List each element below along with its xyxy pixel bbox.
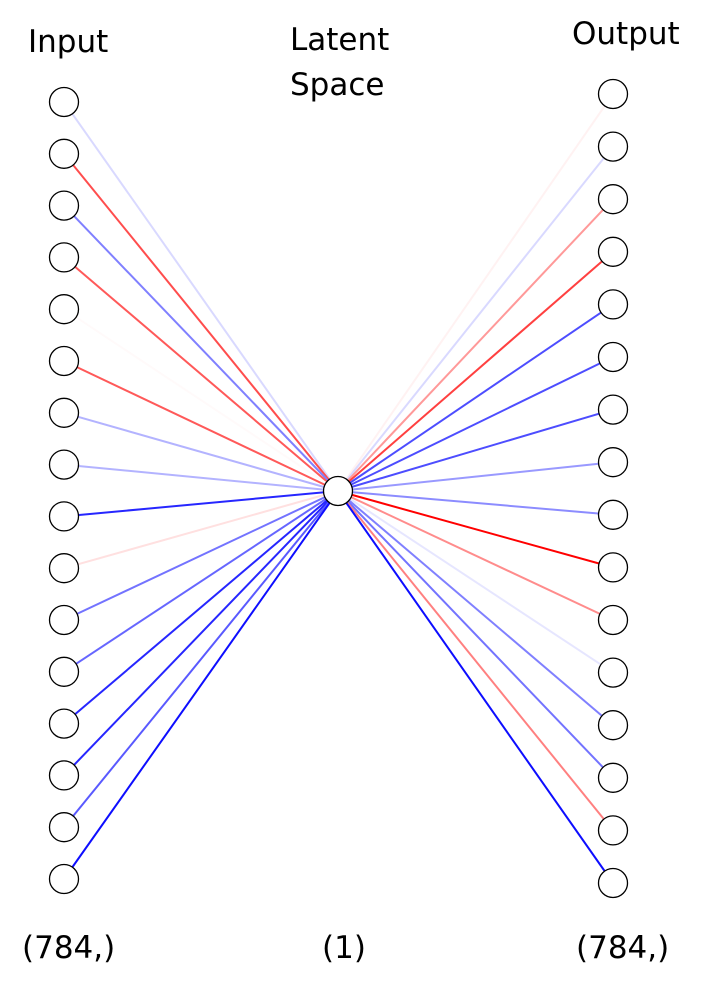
output-connection bbox=[337, 356, 614, 492]
input-node bbox=[48, 501, 80, 532]
nodes bbox=[48, 78, 629, 899]
input-node bbox=[48, 242, 80, 273]
input-connection bbox=[63, 490, 339, 828]
output-node bbox=[597, 131, 629, 162]
input-node bbox=[48, 604, 80, 636]
input-node bbox=[48, 656, 80, 687]
input-node bbox=[48, 345, 80, 377]
output-connection bbox=[337, 490, 614, 516]
output-connection bbox=[337, 198, 614, 492]
input-node bbox=[48, 760, 80, 791]
output-node bbox=[597, 394, 629, 425]
output-node bbox=[597, 815, 629, 846]
output-connection bbox=[337, 251, 614, 492]
input-connection bbox=[63, 490, 339, 673]
input-connection bbox=[63, 153, 339, 492]
input-connection bbox=[63, 204, 339, 492]
output-dimension-label: (784,) bbox=[576, 930, 670, 966]
input-node bbox=[48, 190, 80, 221]
input-node bbox=[48, 449, 80, 480]
output-connection bbox=[337, 490, 614, 674]
output-node bbox=[597, 657, 629, 688]
input-node bbox=[48, 138, 80, 169]
output-node bbox=[597, 289, 629, 320]
output-layer-label: Output bbox=[572, 16, 680, 52]
output-connection bbox=[337, 145, 614, 492]
output-connection bbox=[337, 490, 614, 569]
input-connection bbox=[63, 490, 339, 880]
input-layer-label: Input bbox=[28, 24, 109, 60]
input-connection bbox=[63, 101, 339, 492]
output-connection bbox=[337, 490, 614, 726]
input-dimension-label: (784,) bbox=[22, 930, 116, 966]
output-node bbox=[597, 341, 629, 373]
output-node bbox=[597, 184, 629, 215]
input-node bbox=[48, 294, 80, 325]
input-node bbox=[48, 812, 80, 843]
output-connection bbox=[337, 490, 614, 621]
output-node bbox=[597, 78, 629, 110]
latent-node bbox=[322, 475, 354, 507]
input-node bbox=[48, 397, 80, 428]
input-connection bbox=[63, 490, 339, 725]
input-connection bbox=[63, 490, 339, 518]
output-connection bbox=[337, 93, 614, 492]
output-node bbox=[597, 867, 629, 899]
output-node bbox=[597, 499, 629, 530]
output-node bbox=[597, 236, 629, 267]
output-node bbox=[597, 604, 629, 636]
input-node bbox=[48, 863, 80, 895]
input-connection bbox=[63, 490, 339, 570]
input-connection bbox=[63, 360, 339, 492]
output-node bbox=[597, 552, 629, 583]
latent-space-label-line1: Latent bbox=[290, 22, 390, 58]
output-connection bbox=[337, 490, 614, 779]
latent-space-label: Latent Space bbox=[290, 18, 389, 108]
input-connection bbox=[63, 463, 339, 492]
output-node bbox=[597, 447, 629, 478]
latent-space-label-line2: Space bbox=[290, 66, 385, 103]
output-connection bbox=[337, 490, 614, 884]
output-node bbox=[597, 710, 629, 741]
input-connection bbox=[63, 490, 339, 777]
output-connection bbox=[337, 461, 614, 492]
output-connection bbox=[337, 490, 614, 832]
input-connection bbox=[63, 411, 339, 492]
output-node bbox=[597, 762, 629, 793]
input-node bbox=[48, 708, 80, 739]
input-connection bbox=[63, 256, 339, 492]
input-node bbox=[48, 86, 80, 118]
input-connection bbox=[63, 308, 339, 492]
latent-dimension-label: (1) bbox=[322, 930, 366, 966]
output-connection bbox=[337, 408, 614, 492]
input-connection bbox=[63, 490, 339, 621]
connections bbox=[63, 93, 614, 884]
output-connection bbox=[337, 303, 614, 492]
input-node bbox=[48, 553, 80, 584]
